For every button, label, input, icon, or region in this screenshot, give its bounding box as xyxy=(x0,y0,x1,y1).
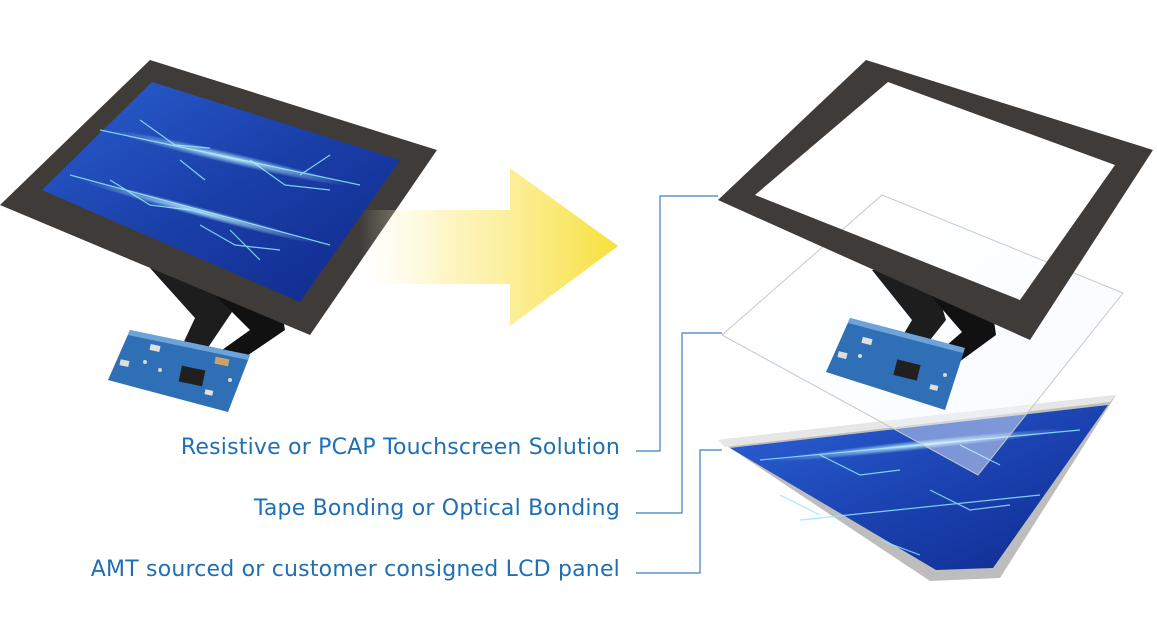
leader-line-bond xyxy=(636,332,722,514)
screen-glow xyxy=(84,180,316,244)
leader-lines xyxy=(636,195,722,574)
screen-glow xyxy=(113,130,347,186)
leader-line-touch xyxy=(636,195,718,452)
lcd-panel-label: AMT sourced or customer consigned LCD pa… xyxy=(90,557,620,582)
touchscreen-solution-label: Resistive or PCAP Touchscreen Solution xyxy=(180,435,620,460)
assembled-touch-display-icon xyxy=(0,60,437,412)
leader-line-lcd xyxy=(636,449,722,574)
bonding-option-label: Tape Bonding or Optical Bonding xyxy=(253,496,620,521)
transform-arrow-icon xyxy=(360,168,618,326)
touch-panel-frame-icon xyxy=(718,60,1153,410)
controller-board-icon xyxy=(826,318,965,410)
controller-board-icon xyxy=(108,330,250,412)
